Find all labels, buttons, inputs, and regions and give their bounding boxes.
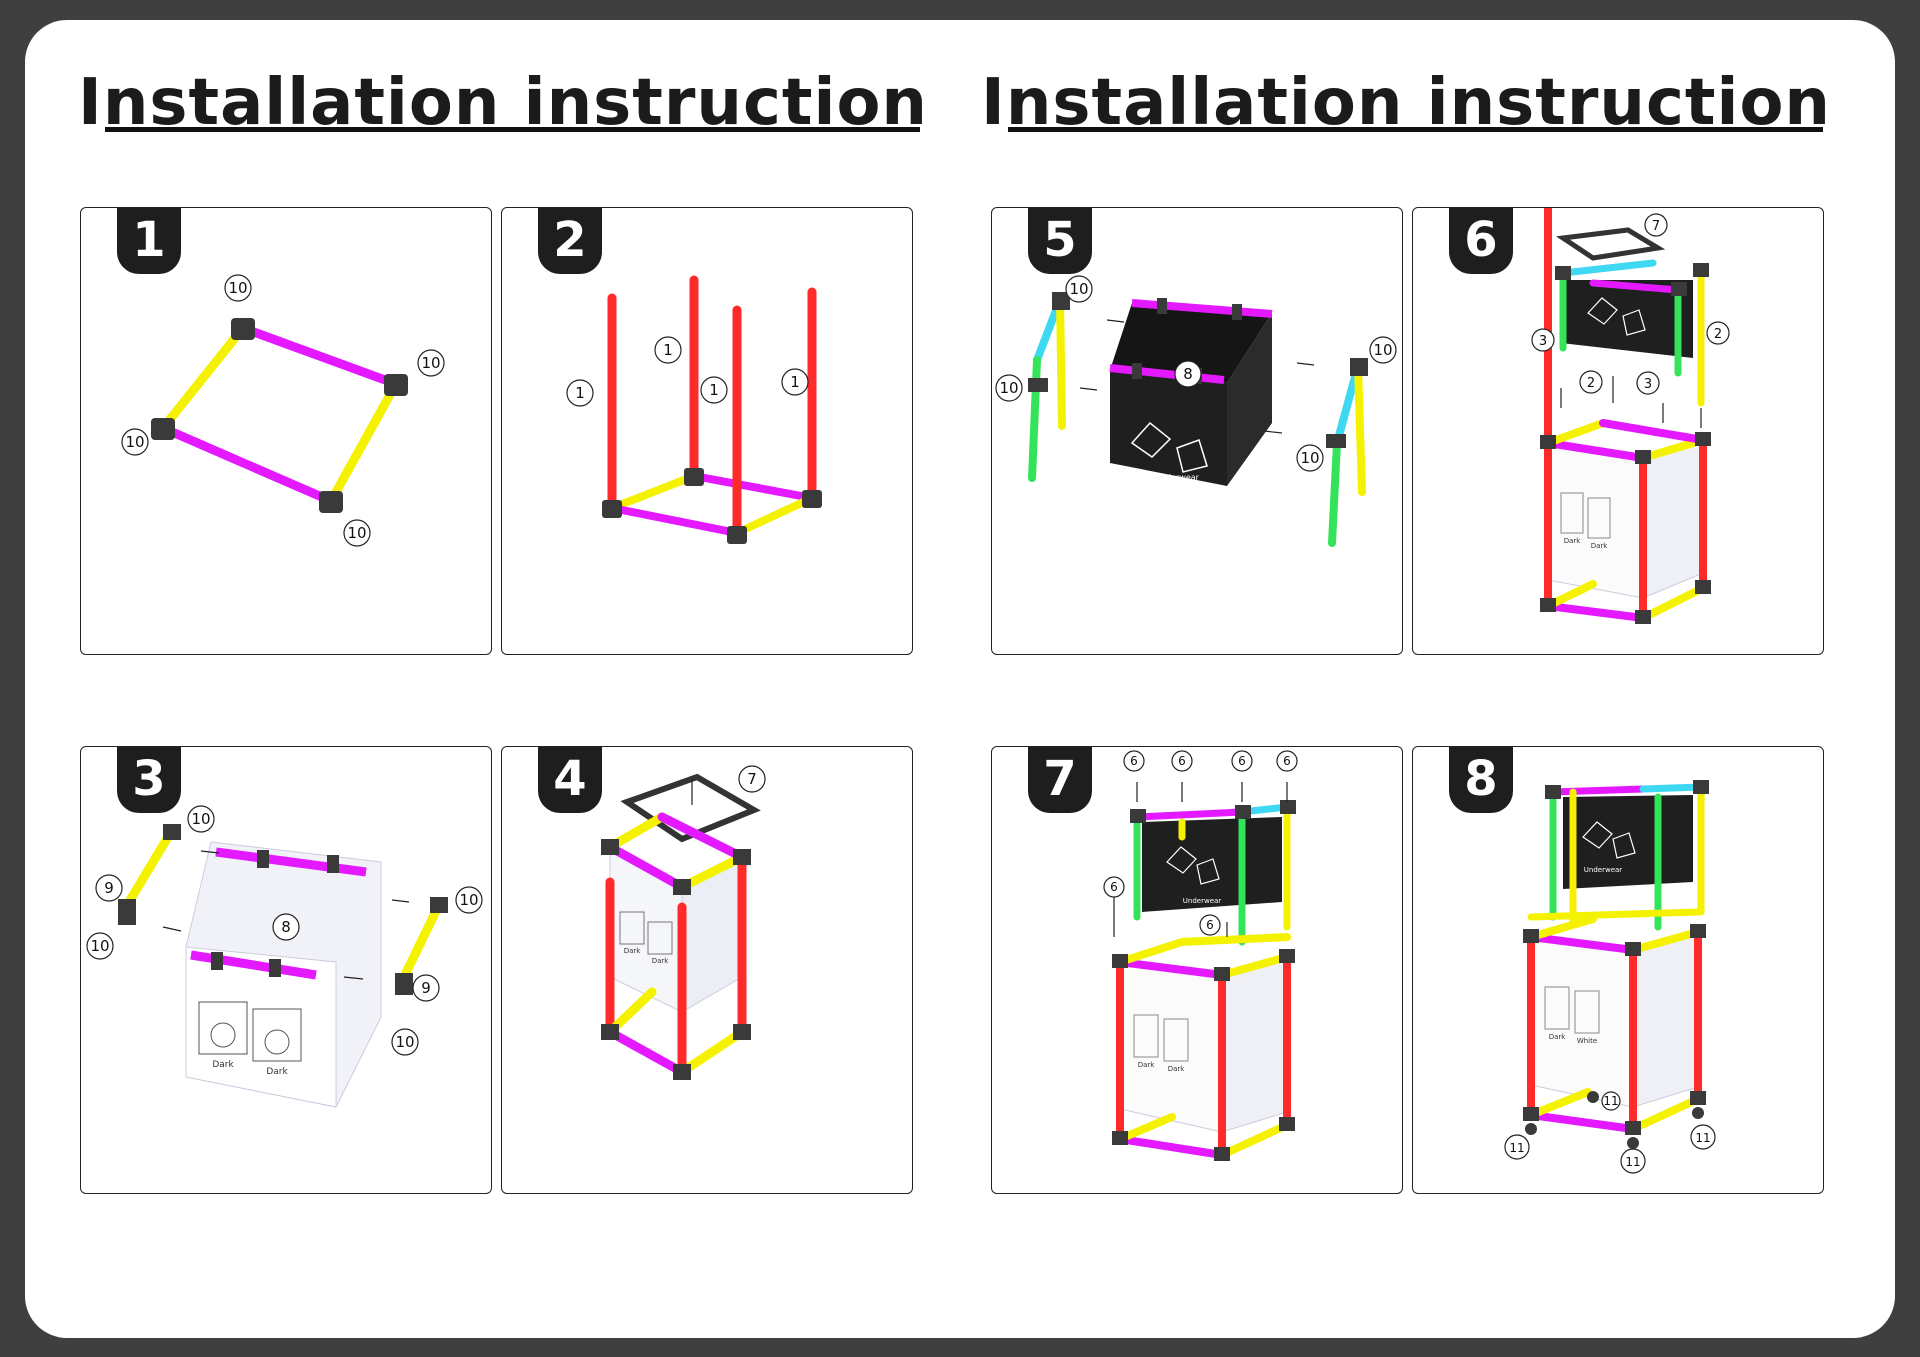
step-7-badge: 7	[1028, 747, 1092, 813]
step-4-badge: 4	[538, 747, 602, 813]
step-1-illustration: 10 10 10 10	[121, 274, 445, 547]
step-6-illustration: Underwear	[1531, 208, 1730, 624]
step-5-panel: 5 Underwear	[991, 207, 1403, 655]
step-2-callout: 1	[663, 341, 673, 359]
step-2-illustration: 1 1 1 1	[566, 275, 822, 544]
step-5-callout: 8	[1183, 365, 1193, 383]
step-3-badge: 3	[117, 747, 181, 813]
step-3-callout: 10	[459, 891, 478, 909]
step-7-callout: 6	[1178, 754, 1186, 768]
step-6-callout: 3	[1539, 334, 1547, 349]
step-1-callout: 10	[421, 354, 440, 372]
step-7-bin-label: Dark	[1138, 1061, 1156, 1069]
step-3-callout: 9	[421, 979, 431, 997]
step-8-callout: 11	[1695, 1131, 1710, 1145]
step-6-callout: 2	[1587, 376, 1595, 391]
step-2-callout: 1	[575, 384, 585, 402]
step-3-callout: 9	[104, 879, 114, 897]
step-5-bin-label: Underwear	[1155, 473, 1200, 482]
step-5-illustration: Underwear 10 10 8 10 10	[995, 275, 1397, 547]
step-2-callout: 1	[709, 381, 719, 399]
step-3-bin-label: Dark	[212, 1060, 234, 1070]
step-5-badge: 5	[1028, 208, 1092, 274]
step-6-panel: 6 Underwear	[1412, 207, 1824, 655]
step-3-callout: 10	[90, 937, 109, 955]
step-4-bin-label: Dark	[624, 947, 642, 955]
step-4-illustration: Dark Dark 7	[601, 765, 766, 1080]
step-7-callout: 6	[1110, 880, 1118, 894]
title-right-underline	[1008, 127, 1823, 132]
step-1-callout: 10	[228, 279, 247, 297]
step-3-callout: 8	[281, 918, 291, 936]
step-6-callout: 7	[1652, 219, 1660, 234]
step-2-panel: 2 1 1 1 1	[501, 207, 913, 655]
step-1-badge: 1	[117, 208, 181, 274]
step-7-panel: 7 Underwear	[991, 746, 1403, 1194]
step-6-bin-label: Dark	[1564, 537, 1582, 545]
step-5-callout: 10	[999, 379, 1018, 397]
step-3-callout: 10	[191, 810, 210, 828]
title-left-underline	[105, 127, 920, 132]
step-5-callout: 10	[1373, 341, 1392, 359]
step-6-badge: 6	[1449, 208, 1513, 274]
step-3-callout: 10	[395, 1033, 414, 1051]
step-2-badge: 2	[538, 208, 602, 274]
step-7-callout: 6	[1130, 754, 1138, 768]
step-4-bin-label: Dark	[652, 957, 670, 965]
step-8-bin-label: White	[1577, 1037, 1597, 1045]
step-7-illustration: Underwear	[1103, 750, 1298, 1161]
step-6-callout: 2	[1714, 327, 1722, 342]
step-8-callout: 11	[1625, 1155, 1640, 1169]
step-2-callout: 1	[790, 373, 800, 391]
step-3-illustration: Dark Dark 10 9 10 8 10 9 10	[86, 805, 483, 1108]
step-3-panel: 3 Dark Dark	[80, 746, 492, 1194]
step-4-panel: 4 Dark Dark	[501, 746, 913, 1194]
step-7-callout: 6	[1283, 754, 1291, 768]
step-8-callout: 11	[1509, 1141, 1524, 1155]
step-7-bin-label: Dark	[1168, 1065, 1186, 1073]
step-8-panel: 8 Underwear	[1412, 746, 1824, 1194]
step-8-illustration: Underwear	[1504, 780, 1716, 1174]
step-5-callout: 10	[1069, 280, 1088, 298]
step-6-top-bin-label: Underwear	[1599, 358, 1638, 366]
step-6-callout: 3	[1644, 377, 1652, 392]
step-8-badge: 8	[1449, 747, 1513, 813]
step-5-callout: 10	[1300, 449, 1319, 467]
step-7-top-bin-label: Underwear	[1183, 897, 1222, 905]
step-1-panel: 1 10 10 10 10	[80, 207, 492, 655]
step-8-top-bin-label: Underwear	[1584, 866, 1623, 874]
step-6-bin-label: Dark	[1591, 542, 1609, 550]
step-1-callout: 10	[125, 433, 144, 451]
step-8-callout: 11	[1603, 1094, 1618, 1108]
step-7-callout: 6	[1206, 918, 1214, 932]
step-3-bin-label: Dark	[266, 1067, 288, 1077]
step-8-bin-label: Dark	[1549, 1033, 1567, 1041]
step-4-callout: 7	[747, 770, 757, 788]
step-1-callout: 10	[347, 524, 366, 542]
step-7-callout: 6	[1238, 754, 1246, 768]
